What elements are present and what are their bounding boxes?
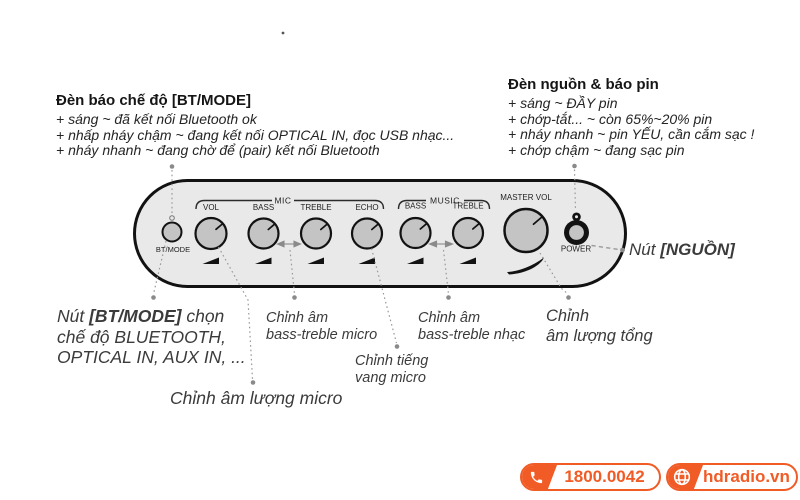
stray-dot bbox=[281, 31, 285, 35]
power-led-note-line: + chớp chậm ~ đang sạc pin bbox=[508, 142, 685, 159]
master-vol-knob bbox=[503, 207, 549, 254]
bt-mode-button bbox=[161, 221, 183, 243]
power-led-note-title: Đèn nguồn & báo pin bbox=[508, 76, 659, 93]
bt-mode-callout-text: chọn bbox=[181, 306, 225, 326]
echo-callout: Chỉnh tiếng vang micro bbox=[355, 353, 429, 386]
mic-vol-knob bbox=[194, 216, 228, 251]
mic-bass-knob bbox=[247, 217, 280, 250]
leader-lines bbox=[152, 169, 620, 380]
hotline-number[interactable]: 1800.0042 bbox=[564, 467, 645, 486]
music-treble-knob bbox=[451, 216, 485, 250]
master-vol-label: MASTER VOL bbox=[500, 193, 552, 202]
power-callout: Nút [NGUỒN] bbox=[629, 240, 735, 259]
power-label: POWER bbox=[561, 245, 591, 254]
music-group-bracket bbox=[397, 199, 491, 210]
power-button bbox=[564, 212, 589, 245]
music-bass-knob bbox=[399, 216, 432, 250]
knob-labels: VOL BASS TREBLE ECHO BASS TREBLE MASTER … bbox=[156, 193, 591, 254]
master-volume-callout: Chỉnh âm lượng tổng bbox=[546, 307, 653, 345]
volume-wedges bbox=[202, 257, 544, 275]
echo-label: ECHO bbox=[355, 203, 378, 212]
power-led-note-line: + chớp-tắt... ~ còn 65%~20% pin bbox=[508, 110, 713, 127]
globe-icon bbox=[668, 465, 703, 489]
website-badge[interactable]: hdradio.vn bbox=[666, 463, 798, 491]
mic-group-label: MIC bbox=[274, 196, 291, 206]
vol-label: VOL bbox=[203, 203, 220, 212]
music-bass-label: BASS bbox=[405, 202, 426, 211]
bt-mode-callout-text: OPTICAL IN, AUX IN, ... bbox=[57, 347, 246, 367]
bt-mode-label: BT/MODE bbox=[156, 245, 190, 254]
knob-pointers bbox=[215, 215, 544, 231]
bt-mode-led-note-line: + nháy nhanh ~ đang chờ để (pair) kết nố… bbox=[56, 142, 380, 159]
power-led-note-line: + nháy nhanh ~ pin YẾU, cần cắm sạc ! bbox=[508, 126, 755, 143]
phone-icon bbox=[522, 465, 557, 489]
mic-treble-knob bbox=[299, 217, 333, 250]
power-led-note: Đèn nguồn & báo pin + sáng ~ ĐẦY pin + c… bbox=[508, 76, 754, 159]
bt-mode-callout-text: Nút bbox=[57, 306, 90, 326]
mic-group-bracket bbox=[195, 199, 385, 210]
tone-pair-arrows bbox=[276, 240, 454, 248]
mic-treble-label: TREBLE bbox=[300, 203, 331, 212]
leader-dots bbox=[151, 163, 625, 385]
echo-knob bbox=[350, 217, 384, 250]
mic-tone-callout: Chỉnh âm bass-treble micro bbox=[266, 310, 378, 343]
bt-mode-callout-bold: [BT/MODE] bbox=[89, 306, 182, 326]
power-led-note-line: + sáng ~ ĐẦY pin bbox=[508, 95, 618, 111]
mic-bass-label: BASS bbox=[253, 203, 274, 212]
website-url[interactable]: hdradio.vn bbox=[703, 467, 790, 486]
bt-mode-callout: Nút [BT/MODE] chọn chế độ BLUETOOTH, OPT… bbox=[57, 306, 246, 368]
music-group-label: MUSIC bbox=[430, 196, 460, 206]
master-vol-wedge bbox=[507, 257, 544, 275]
bt-mode-callout-text: chế độ BLUETOOTH, bbox=[57, 326, 226, 347]
bt-mode-led-note-line: + nhấp nháy chậm ~ đang kết nối OPTICAL … bbox=[56, 126, 455, 143]
music-treble-label: TREBLE bbox=[452, 202, 483, 211]
hotline-badge[interactable]: 1800.0042 bbox=[520, 463, 661, 491]
bt-mode-led-note-line: + sáng ~ đã kết nối Bluetooth ok bbox=[56, 111, 257, 127]
bt-mode-led bbox=[169, 215, 175, 221]
mic-volume-callout: Chỉnh âm lượng micro bbox=[170, 388, 343, 408]
knobs bbox=[161, 207, 549, 254]
bt-mode-led-note: Đèn báo chế độ [BT/MODE] + sáng ~ đã kết… bbox=[56, 92, 454, 159]
bt-mode-led-note-title: Đèn báo chế độ [BT/MODE] bbox=[56, 92, 251, 109]
music-tone-callout: Chỉnh âm bass-treble nhạc bbox=[418, 310, 526, 343]
